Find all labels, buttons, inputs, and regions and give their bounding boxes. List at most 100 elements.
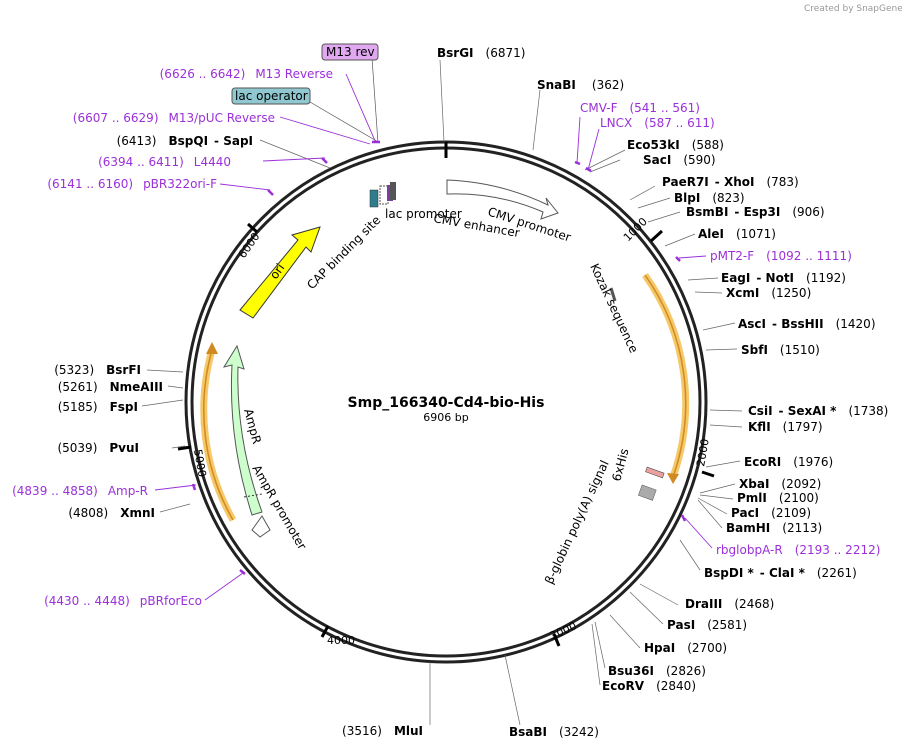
tick-label-4000: 4000 (327, 634, 355, 647)
svg-text:SacI(590): SacI(590) (643, 153, 716, 167)
site-asci: AscI (738, 317, 766, 331)
primer-cmv-f: CMV-F (580, 101, 618, 115)
primer-amp-r: Amp-R (108, 484, 148, 498)
svg-text:AleI(1071): AleI(1071) (698, 227, 776, 241)
tick-label-1000: 1000 (621, 215, 650, 244)
tick-label-5000: 5000 (191, 448, 209, 478)
ampr-arrow (222, 344, 263, 516)
svg-text:EagI- NotI(1192): EagI- NotI(1192) (721, 271, 846, 285)
site-xcmi: XcmI (726, 286, 759, 300)
site-sbfi: SbfI (741, 343, 768, 357)
primer-pmt2-f: pMT2-F (710, 249, 754, 263)
ori-arrow (239, 226, 321, 319)
primer-markers (191, 140, 687, 575)
svg-text:(6394 .. 6411)L4440: (6394 .. 6411)L4440 (98, 155, 231, 169)
site-esp3i: Esp3I (744, 205, 781, 219)
plasmid-length: 6906 bp (423, 411, 468, 424)
svg-text:XcmI(1250): XcmI(1250) (726, 286, 811, 300)
lac-operator-label: lac operator (235, 89, 308, 103)
site-pasi: PasI (667, 618, 695, 632)
site-mlui: MluI (394, 724, 423, 738)
site-bsrfi: BsrFI (106, 363, 141, 377)
site-csii: CsiI (748, 404, 773, 418)
tick-label-2000: 2000 (694, 438, 712, 468)
site-ecori: EcoRI (744, 455, 781, 469)
site-alei: AleI (698, 227, 724, 241)
polya-label: β-globin poly(A) signal (542, 458, 612, 586)
svg-text:CsiI- SexAI *(1738): CsiI- SexAI *(1738) (748, 404, 888, 418)
cmv-promoter-arrow (446, 179, 559, 220)
cds-arc (644, 274, 687, 478)
site-bamhi: BamHI (726, 521, 770, 535)
svg-text:(6413)BspQI- SapI: (6413)BspQI- SapI (117, 134, 253, 148)
svg-text:XbaI(2092): XbaI(2092) (739, 477, 821, 491)
site-fspi: FspI (110, 400, 138, 414)
plasmid-name: Smp_166340-Cd4-bio-His (348, 395, 545, 411)
svg-text:BsmBI- Esp3I(906): BsmBI- Esp3I(906) (686, 205, 825, 219)
svg-text:(6141 .. 6160)pBR322ori-F: (6141 .. 6160)pBR322ori-F (47, 177, 217, 191)
svg-text:EcoRI(1976): EcoRI(1976) (744, 455, 833, 469)
lac-features (369, 182, 396, 208)
svg-text:(4808)XmnI: (4808)XmnI (68, 506, 155, 520)
site-labels: BsrGI(6871) SnaBI(362) Eco53kI(588) SacI… (437, 46, 888, 739)
svg-text:(4430 .. 4448)pBRforEco: (4430 .. 4448)pBRforEco (44, 594, 202, 608)
ampr-promoter-arrow (251, 515, 271, 538)
site-bsu36i: Bsu36I (608, 664, 654, 678)
svg-text:SnaBI(362): SnaBI(362) (537, 78, 624, 92)
site-bspdi: BspDI * (704, 566, 754, 580)
site-bsshii: BssHII (781, 317, 823, 331)
site-snabi: SnaBI (537, 78, 576, 92)
primer-leader-lines (154, 73, 713, 601)
lac-promoter-label: lac promoter (385, 207, 462, 221)
site-clai: ClaI * (769, 566, 806, 580)
his-tag-label: 6xHis (609, 447, 631, 483)
site-bsmbi: BsmBI (686, 205, 728, 219)
site-labels-left: (3516)MluI (4808)XmnI (5039)PvuI (5185)F… (54, 134, 423, 738)
m13-rev-box (321, 43, 379, 61)
site-noti: NotI (766, 271, 795, 285)
primer-labels: (6626 .. 6642)M13 Reverse (6607 .. 6629)… (12, 67, 880, 608)
site-leader-lines (141, 59, 743, 726)
ampr-label: AmpR (241, 407, 264, 445)
svg-text:KflI(1797): KflI(1797) (748, 420, 823, 434)
svg-text:(4839 .. 4858)Amp-R: (4839 .. 4858)Amp-R (12, 484, 148, 498)
polya-box (638, 484, 657, 501)
svg-text:BsaBI(3242): BsaBI(3242) (509, 725, 599, 739)
site-paer7i: PaeR7I (662, 175, 709, 189)
site-sexai: SexAI * (788, 404, 837, 418)
tick-label-3000: 3000 (548, 619, 579, 643)
site-nmeaiii: NmeAIII (110, 380, 163, 394)
svg-text:CMV-F(541 .. 561): CMV-F(541 .. 561) (580, 101, 700, 115)
svg-text:BamHI(2113): BamHI(2113) (726, 521, 822, 535)
site-eco53ki: Eco53kI (627, 138, 680, 152)
site-saci: SacI (643, 153, 671, 167)
svg-text:Eco53kI(588): Eco53kI(588) (627, 138, 724, 152)
site-eagi: EagI (721, 271, 750, 285)
svg-text:(5185)FspI: (5185)FspI (58, 400, 138, 414)
site-xbai: XbaI (739, 477, 769, 491)
site-xmni: XmnI (120, 506, 155, 520)
site-bsabi: BsaBI (509, 725, 547, 739)
primer-m13-puc-reverse: M13/pUC Reverse (169, 111, 276, 125)
lac-operator-box (231, 87, 311, 105)
svg-text:AscI- BssHII(1420): AscI- BssHII(1420) (738, 317, 876, 331)
site-kfli: KflI (748, 420, 771, 434)
snapgene-credit: Created by SnapGene (804, 4, 902, 14)
svg-text:PaeR7I- XhoI(783): PaeR7I- XhoI(783) (662, 175, 799, 189)
primer-m13-reverse: M13 Reverse (255, 67, 333, 81)
m13-rev-label: M13 rev (326, 45, 375, 59)
svg-text:DraIII(2468): DraIII(2468) (685, 597, 774, 611)
svg-text:rbglobpA-R(2193 .. 2212): rbglobpA-R(2193 .. 2212) (716, 543, 880, 557)
svg-text:pMT2-F(1092 .. 1111): pMT2-F(1092 .. 1111) (710, 249, 852, 263)
svg-text:(5261)NmeAIII: (5261)NmeAIII (58, 380, 163, 394)
svg-text:BlpI(823): BlpI(823) (674, 191, 745, 205)
svg-text:(6607 .. 6629)M13/pUC Reverse: (6607 .. 6629)M13/pUC Reverse (73, 111, 275, 125)
site-hpai: HpaI (644, 641, 675, 655)
tick-marks (177, 222, 715, 647)
ampr-highlight-line (203, 349, 234, 521)
svg-text:BspDI *- ClaI *(2261): BspDI *- ClaI *(2261) (704, 566, 857, 580)
site-paci: PacI (731, 506, 759, 520)
site-bsrgi: BsrGI (437, 46, 474, 60)
svg-text:PasI(2581): PasI(2581) (667, 618, 747, 632)
